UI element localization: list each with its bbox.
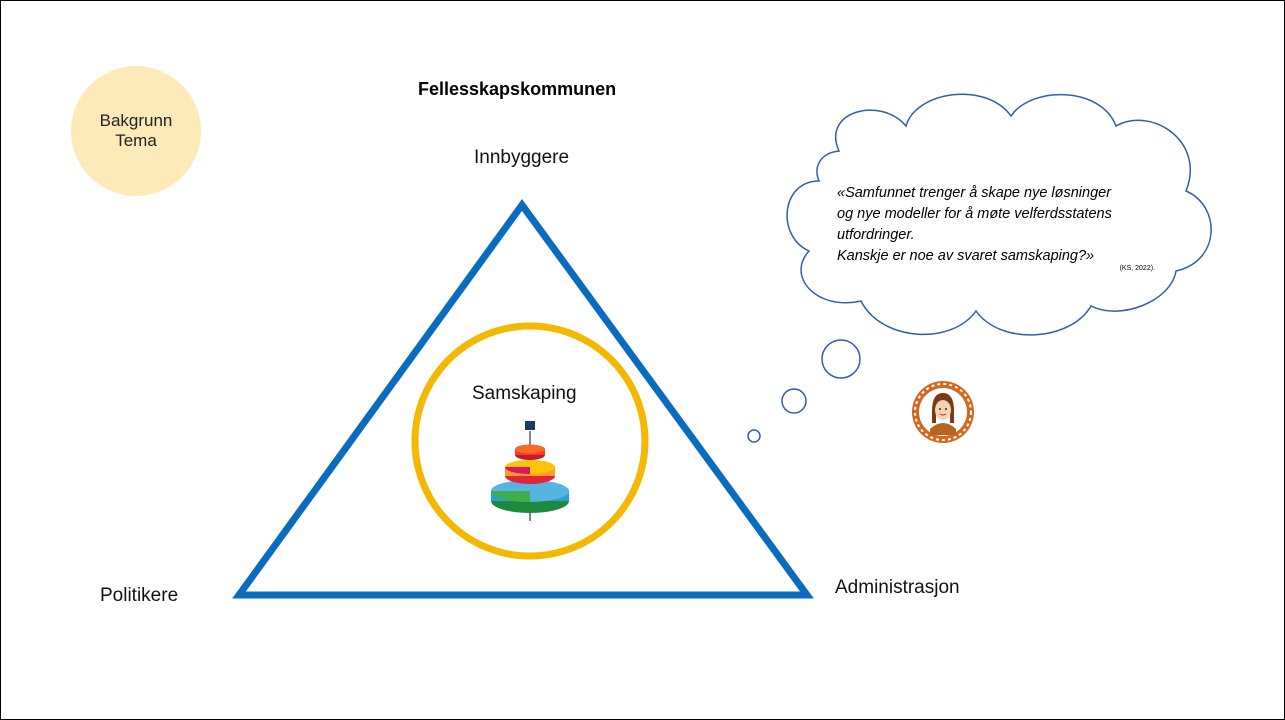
label-innbyggere: Innbyggere — [474, 147, 570, 168]
quote-line-3: utfordringer. — [837, 227, 915, 244]
label-samskaping: Samskaping — [472, 383, 577, 404]
quote-line-4: Kanskje er noe av svaret samskaping?» — [837, 248, 1095, 265]
thought-bubble-medium — [781, 388, 807, 414]
triangle-shape — [232, 199, 814, 599]
label-politikere: Politikere — [100, 585, 179, 606]
quote-text: «Samfunnet trenger å skape nye løsninger… — [837, 183, 1167, 272]
woman-avatar-icon — [912, 381, 974, 443]
label-administrasjon: Administrasjon — [835, 577, 960, 598]
slide-title: Fellesskapskommunen — [418, 79, 617, 99]
thought-bubble-large — [821, 339, 861, 379]
samskaping-circle — [411, 322, 649, 560]
badge-line-2: Tema — [115, 131, 157, 150]
topic-badge: Bakgrunn Tema — [71, 66, 201, 196]
sdg-wedding-cake-icon — [491, 421, 569, 521]
badge-line-1: Bakgrunn — [99, 110, 173, 130]
thought-cloud — [747, 93, 1212, 443]
quote-line-1: «Samfunnet trenger å skape nye løsninger — [837, 185, 1112, 201]
quote-line-2: og nye modeller for å møte velferdsstate… — [837, 206, 1112, 223]
thought-bubble-small — [747, 429, 761, 443]
quote-citation: (KS, 2022). — [1119, 265, 1155, 273]
